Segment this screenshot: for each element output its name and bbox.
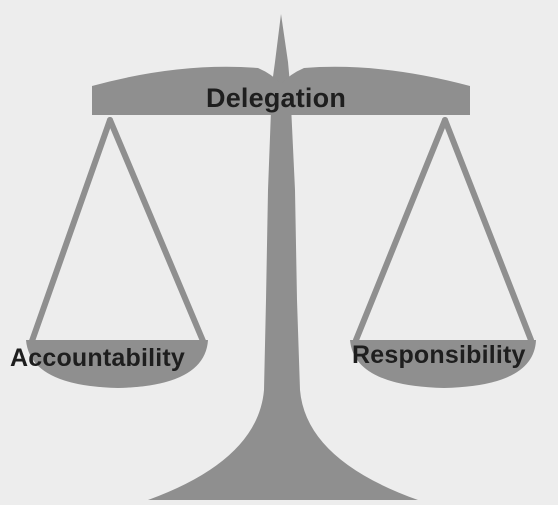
left-pan-chains <box>29 117 206 344</box>
left-pan <box>26 340 208 388</box>
right-pan-chains <box>353 117 534 343</box>
center-pillar <box>148 14 418 500</box>
beam-label: Delegation <box>206 83 347 113</box>
right-pan-label: Responsibility <box>352 341 526 369</box>
left-pan-label: Accountability <box>10 344 186 372</box>
right-pan <box>350 340 536 388</box>
top-beam <box>92 66 470 115</box>
